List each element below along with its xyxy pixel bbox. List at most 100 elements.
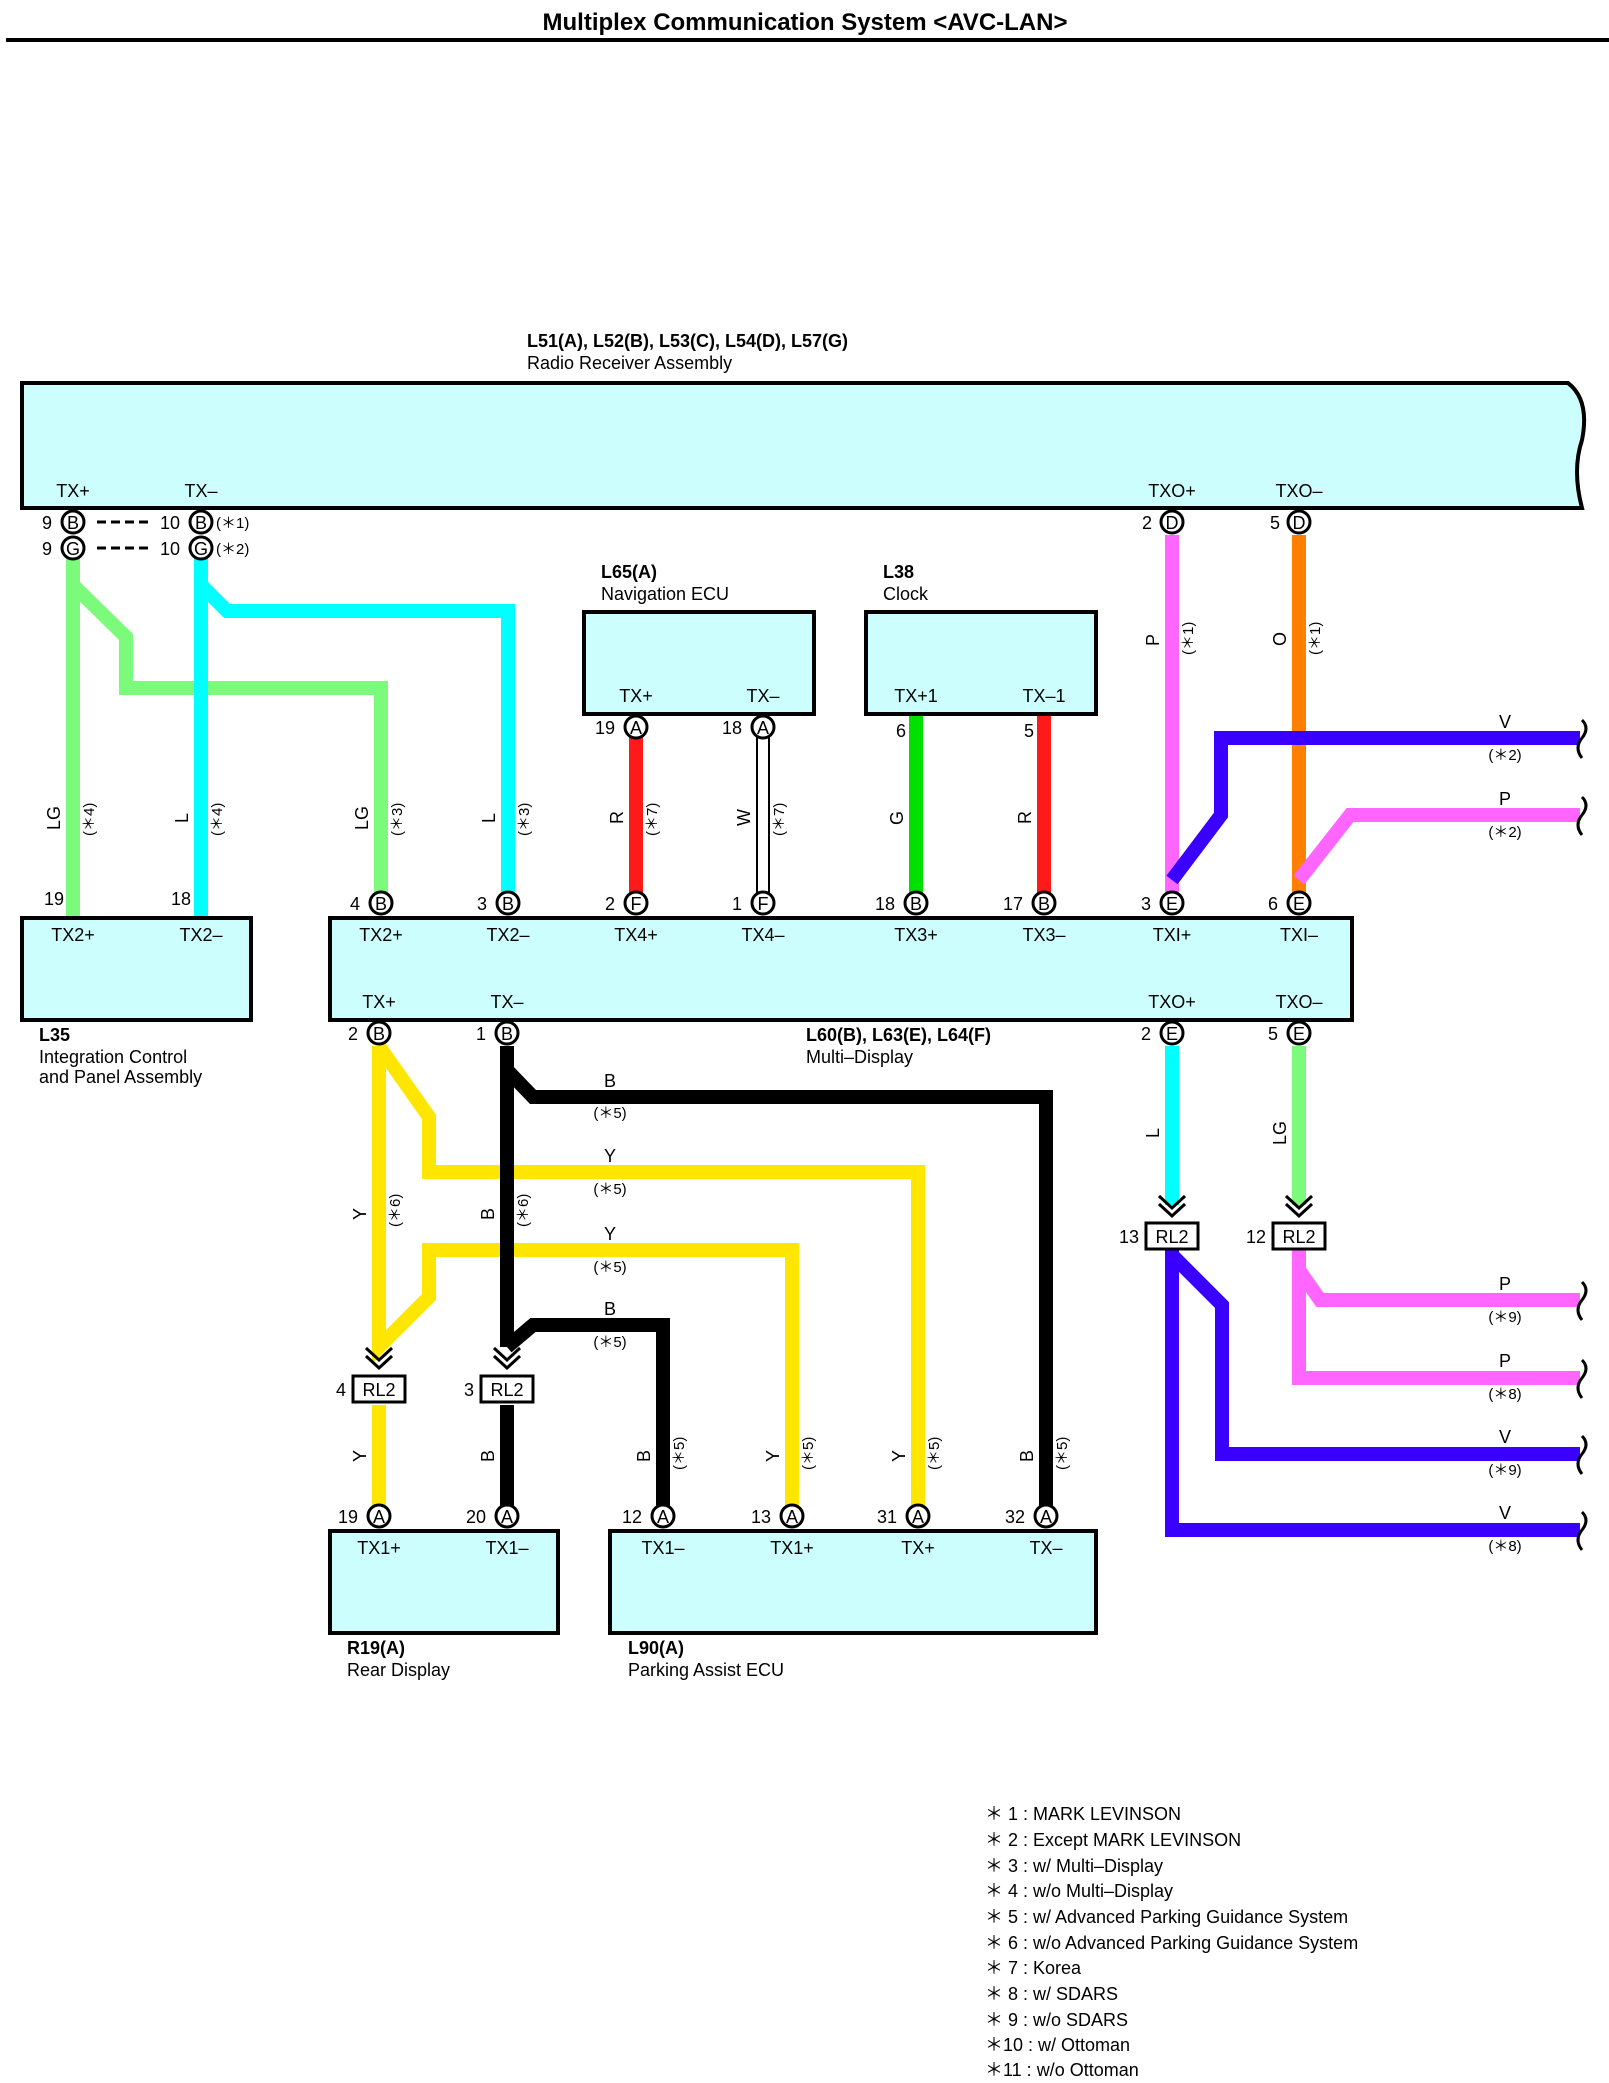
svg-text:(＊1): (＊1) bbox=[216, 515, 249, 532]
svg-text:3: 3 bbox=[477, 894, 487, 914]
rl2-junction-13[interactable]: RL2 bbox=[1144, 1194, 1200, 1251]
pin-radio-txom-d[interactable]: D bbox=[1286, 509, 1312, 535]
pin-park-tx1m-a[interactable]: A bbox=[650, 1503, 676, 1529]
multi-name: Multi–Display bbox=[806, 1047, 913, 1067]
multi-display[interactable]: TX2+ TX2– TX4+ TX4– TX3+ TX3– TXI+ TXI– … bbox=[328, 916, 1354, 1067]
svg-text:(＊6): (＊6) bbox=[387, 1194, 404, 1227]
wire-b-multi-parking-32 bbox=[501, 1065, 1053, 1515]
svg-text:B: B bbox=[604, 1299, 616, 1319]
legend-item: ＊ 9 : w/o SDARS bbox=[985, 2010, 1128, 2030]
svg-text:(＊5): (＊5) bbox=[671, 1437, 688, 1470]
navigation-ecu[interactable]: L65(A) Navigation ECU TX+ TX– bbox=[582, 562, 816, 716]
integration-control-panel[interactable]: TX2+ TX2– L35 Integration Control and Pa… bbox=[20, 916, 253, 1087]
pin-rear-tx1p-a[interactable]: A bbox=[366, 1503, 392, 1529]
pin-park-txm-a[interactable]: A bbox=[1033, 1503, 1059, 1529]
svg-text:2: 2 bbox=[1141, 1024, 1151, 1044]
pin-multi-txip-e[interactable]: E bbox=[1159, 890, 1185, 916]
svg-text:G: G bbox=[66, 539, 80, 559]
svg-text:F: F bbox=[631, 894, 642, 914]
page-title: Multiplex Communication System <AVC-LAN> bbox=[543, 9, 1068, 36]
svg-text:4: 4 bbox=[336, 1380, 346, 1400]
svg-text:LG: LG bbox=[352, 806, 372, 830]
multi-term-txm: TX– bbox=[490, 992, 523, 1012]
multi-term-tx2p: TX2+ bbox=[359, 925, 403, 945]
radio-term-txom: TXO– bbox=[1275, 481, 1322, 501]
svg-text:5: 5 bbox=[1024, 721, 1034, 741]
nav-term-txm: TX– bbox=[746, 686, 779, 706]
svg-text:O: O bbox=[1270, 632, 1290, 646]
pin-radio-txp-b[interactable]: B bbox=[60, 509, 86, 535]
rl2-junction-12[interactable]: RL2 bbox=[1271, 1194, 1327, 1251]
pin-park-txp-a[interactable]: A bbox=[905, 1503, 931, 1529]
svg-text:5: 5 bbox=[1268, 1024, 1278, 1044]
pin-multi-txm-b[interactable]: B bbox=[494, 1020, 520, 1046]
svg-text:12: 12 bbox=[1246, 1227, 1266, 1247]
svg-text:RL2: RL2 bbox=[362, 1380, 395, 1400]
pin-radio-txm-g[interactable]: G bbox=[188, 535, 214, 561]
svg-text:4: 4 bbox=[350, 894, 360, 914]
svg-text:6: 6 bbox=[896, 721, 906, 741]
svg-text:10: 10 bbox=[160, 539, 180, 559]
svg-text:(＊6): (＊6) bbox=[515, 1194, 532, 1227]
pin-radio-txop-d[interactable]: D bbox=[1159, 509, 1185, 535]
svg-text:Y: Y bbox=[889, 1450, 909, 1462]
svg-text:(＊5): (＊5) bbox=[1054, 1437, 1071, 1470]
pin-radio-txp-g[interactable]: G bbox=[60, 535, 86, 561]
multi-term-txom: TXO– bbox=[1275, 992, 1322, 1012]
svg-text:2: 2 bbox=[348, 1024, 358, 1044]
pin-multi-tx3p-b[interactable]: B bbox=[903, 890, 929, 916]
rear-code: R19(A) bbox=[347, 1638, 405, 1658]
pin-park-tx1p-a[interactable]: A bbox=[779, 1503, 805, 1529]
radio-code: L51(A), L52(B), L53(C), L54(D), L57(G) bbox=[527, 331, 848, 351]
svg-text:12: 12 bbox=[622, 1507, 642, 1527]
svg-text:(＊5): (＊5) bbox=[593, 1105, 626, 1122]
clock[interactable]: L38 Clock TX+1 TX–1 bbox=[864, 562, 1098, 716]
nav-code: L65(A) bbox=[601, 562, 657, 582]
rear-display[interactable]: TX1+ TX1– R19(A) Rear Display bbox=[328, 1529, 560, 1680]
pin-multi-tx4p-f[interactable]: F bbox=[623, 890, 649, 916]
pin-multi-txim-e[interactable]: E bbox=[1286, 890, 1312, 916]
multi-term-tx2m: TX2– bbox=[486, 925, 529, 945]
wire-lg-radio-multi bbox=[68, 580, 388, 903]
svg-text:B: B bbox=[1017, 1450, 1037, 1462]
nav-name: Navigation ECU bbox=[601, 584, 729, 604]
condition-legend: ＊ 1 : MARK LEVINSON ＊ 2 : Except MARK LE… bbox=[985, 1804, 1358, 2080]
clock-term-tx1m: TX–1 bbox=[1022, 686, 1065, 706]
svg-text:(＊5): (＊5) bbox=[593, 1259, 626, 1276]
pin-multi-txop-e[interactable]: E bbox=[1159, 1020, 1185, 1046]
svg-text:RL2: RL2 bbox=[1155, 1227, 1188, 1247]
multi-term-tx4p: TX4+ bbox=[614, 925, 658, 945]
pin-multi-tx2p-b[interactable]: B bbox=[368, 890, 394, 916]
pin-multi-txom-e[interactable]: E bbox=[1286, 1020, 1312, 1046]
pin-nav-txp-a[interactable]: A bbox=[623, 714, 649, 740]
integration-code: L35 bbox=[39, 1025, 70, 1045]
svg-text:B: B bbox=[910, 894, 922, 914]
multi-term-txp: TX+ bbox=[362, 992, 396, 1012]
wire-v-offpage-multi bbox=[1166, 731, 1580, 885]
svg-text:(＊1): (＊1) bbox=[1180, 622, 1197, 655]
svg-text:A: A bbox=[373, 1507, 385, 1527]
pin-rear-tx1m-a[interactable]: A bbox=[494, 1503, 520, 1529]
svg-text:V: V bbox=[1499, 712, 1511, 732]
svg-text:A: A bbox=[657, 1507, 669, 1527]
rl2-junction-3[interactable]: RL2 bbox=[479, 1346, 535, 1404]
nav-term-txp: TX+ bbox=[619, 686, 653, 706]
pin-nav-txm-a[interactable]: A bbox=[750, 714, 776, 740]
pin-multi-tx3m-b[interactable]: B bbox=[1031, 890, 1057, 916]
svg-text:Y: Y bbox=[604, 1146, 616, 1166]
park-term-txp: TX+ bbox=[901, 1538, 935, 1558]
pin-multi-tx2m-b[interactable]: B bbox=[495, 890, 521, 916]
parking-assist-ecu[interactable]: TX1– TX1+ TX+ TX– L90(A) Parking Assist … bbox=[608, 1529, 1098, 1680]
offpage-break-marks bbox=[1576, 718, 1588, 1551]
pin-multi-txp-b[interactable]: B bbox=[366, 1020, 392, 1046]
rl2-junction-4[interactable]: RL2 bbox=[351, 1346, 407, 1404]
pin-radio-txm-b[interactable]: B bbox=[188, 509, 214, 535]
radio-receiver-assembly[interactable]: L51(A), L52(B), L53(C), L54(D), L57(G) R… bbox=[20, 331, 1587, 510]
svg-text:19: 19 bbox=[44, 889, 64, 909]
radio-term-txp: TX+ bbox=[56, 481, 90, 501]
svg-text:31: 31 bbox=[877, 1507, 897, 1527]
svg-text:9: 9 bbox=[42, 539, 52, 559]
pin-multi-tx4m-f[interactable]: F bbox=[750, 890, 776, 916]
multi-term-txop: TXO+ bbox=[1148, 992, 1196, 1012]
svg-text:P: P bbox=[1499, 789, 1511, 809]
